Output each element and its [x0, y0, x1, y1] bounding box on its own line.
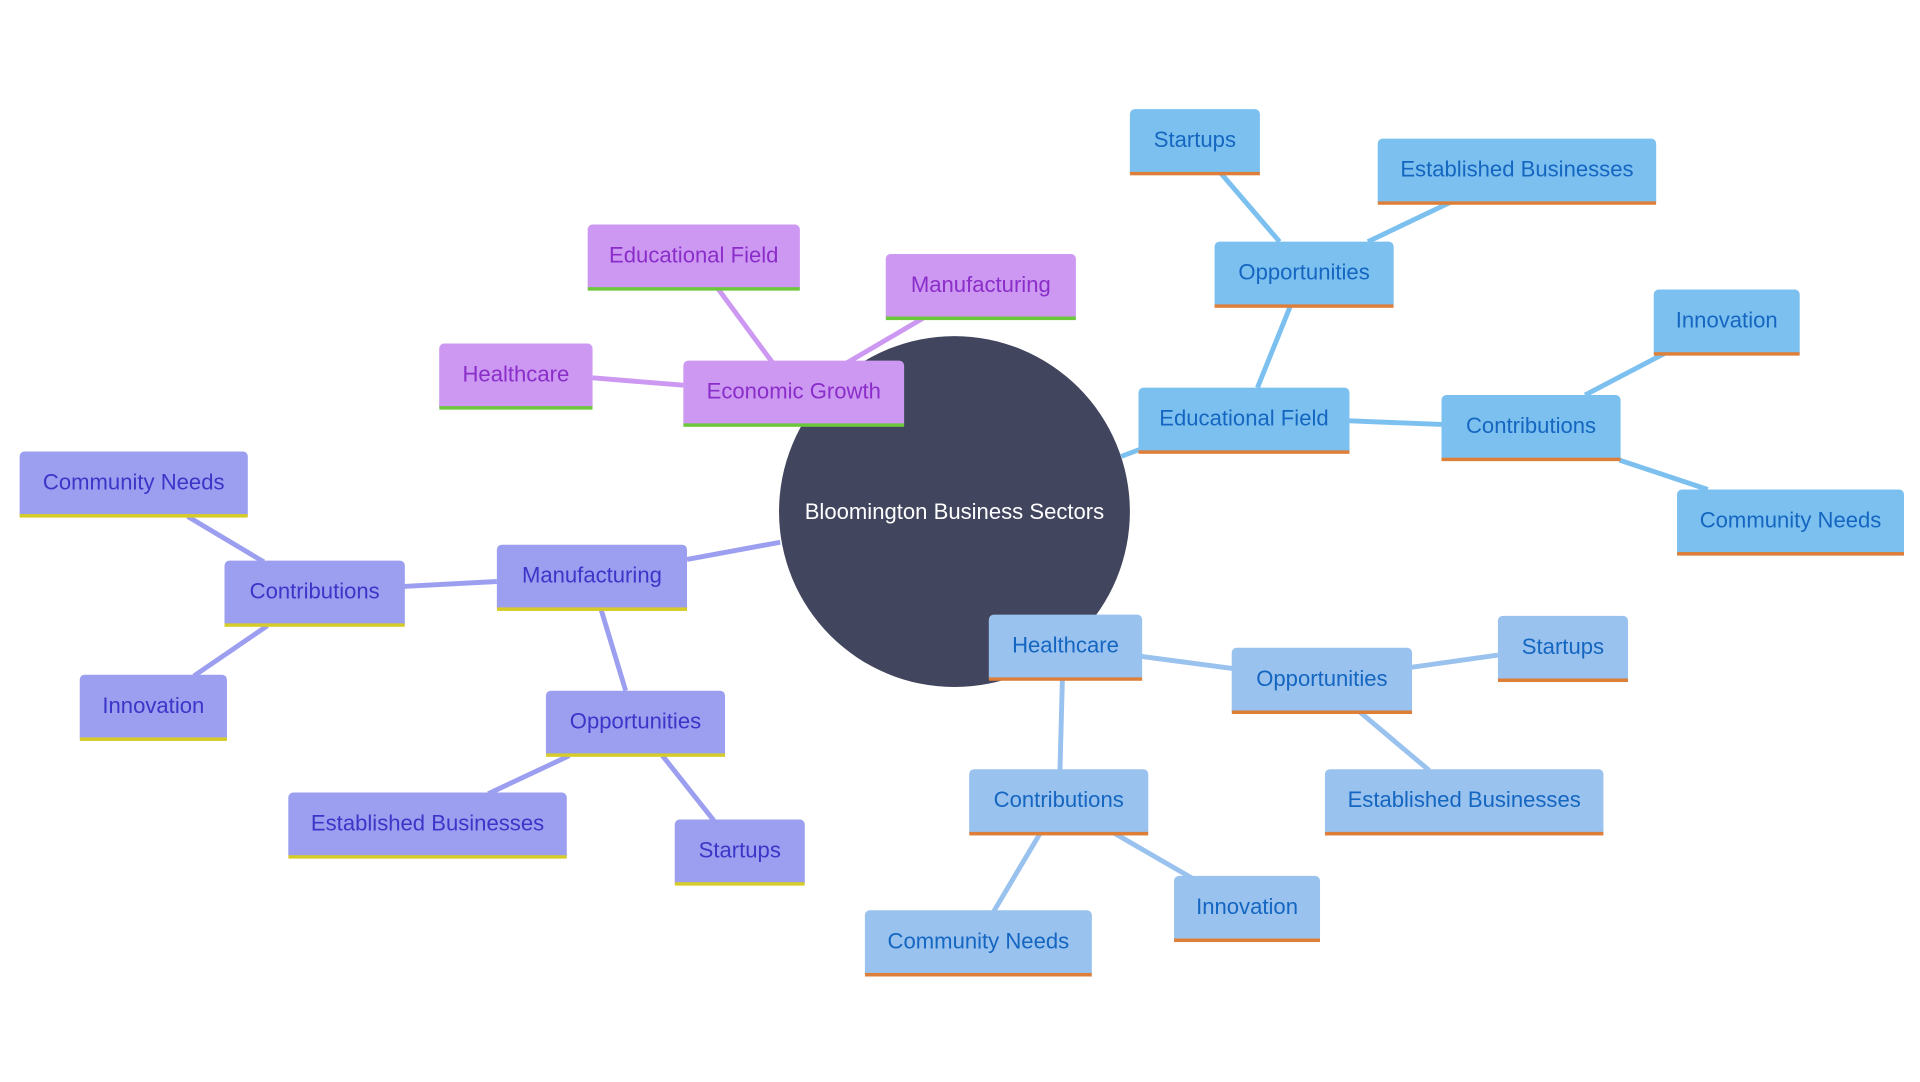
edge-economic-growth-healthcare [592, 375, 684, 388]
node-healthcare-contributions-community[interactable]: Community Needs [864, 910, 1092, 977]
edge-educational-contributions [1349, 418, 1442, 427]
edge-hc-opportunities-established [1357, 709, 1431, 773]
node-manufacturing-opportunities-startups[interactable]: Startups [674, 819, 805, 886]
node-economic-growth-educational-field[interactable]: Educational Field [587, 224, 800, 291]
node-healthcare-opportunities-established[interactable]: Established Businesses [1324, 769, 1604, 836]
node-educational-contributions-community[interactable]: Community Needs [1677, 489, 1904, 556]
node-educational-opportunities[interactable]: Opportunities [1214, 241, 1394, 308]
node-manufacturing-contributions[interactable]: Contributions [224, 560, 405, 627]
node-educational-field[interactable]: Educational Field [1138, 387, 1350, 454]
edge-mf-contributions-community [186, 514, 266, 564]
edge-economic-growth-educational [715, 286, 775, 365]
edge-edu-opportunities-startups [1218, 171, 1282, 244]
edge-mf-contributions-innovation [192, 623, 269, 678]
node-manufacturing-opportunities[interactable]: Opportunities [545, 690, 726, 757]
node-educational-contributions-innovation[interactable]: Innovation [1653, 289, 1800, 356]
node-economic-growth-healthcare[interactable]: Healthcare [439, 343, 593, 410]
node-healthcare-contributions-innovation[interactable]: Innovation [1174, 875, 1321, 943]
edge-healthcare-contributions [1057, 678, 1065, 771]
edge-manufacturing-opportunities [598, 609, 629, 692]
central-topic-label: Bloomington Business Sectors [804, 498, 1105, 524]
edge-edu-opportunities-established [1366, 200, 1452, 244]
edge-center-manufacturing [686, 539, 781, 562]
edge-edu-contributions-community [1618, 457, 1709, 492]
node-healthcare[interactable]: Healthcare [988, 614, 1143, 681]
node-educational-opportunities-established[interactable]: Established Businesses [1377, 138, 1657, 205]
edge-center-educational [1120, 446, 1142, 459]
node-educational-opportunities-startups[interactable]: Startups [1129, 109, 1260, 176]
node-educational-contributions[interactable]: Contributions [1441, 395, 1621, 462]
edge-hc-opportunities-startups [1410, 652, 1499, 670]
edge-mf-opportunities-startups [660, 754, 716, 823]
edge-healthcare-opportunities [1140, 653, 1234, 672]
node-manufacturing[interactable]: Manufacturing [496, 544, 688, 611]
edge-mf-opportunities-established [487, 753, 571, 796]
edge-manufacturing-contributions [403, 579, 497, 589]
edge-hc-contributions-innovation [1112, 830, 1194, 881]
node-manufacturing-opportunities-established[interactable]: Established Businesses [288, 792, 567, 859]
edge-economic-growth-manufacturing [845, 315, 926, 366]
node-healthcare-contributions[interactable]: Contributions [969, 769, 1149, 836]
edge-edu-contributions-innovation [1583, 351, 1666, 398]
edge-hc-contributions-community [991, 831, 1043, 913]
node-economic-growth[interactable]: Economic Growth [683, 360, 905, 427]
node-manufacturing-contributions-community[interactable]: Community Needs [19, 451, 248, 518]
node-healthcare-opportunities[interactable]: Opportunities [1231, 647, 1413, 714]
node-economic-growth-manufacturing[interactable]: Manufacturing [885, 253, 1076, 321]
edge-educational-opportunities [1255, 304, 1293, 389]
node-healthcare-opportunities-startups[interactable]: Startups [1497, 615, 1628, 683]
node-manufacturing-contributions-innovation[interactable]: Innovation [79, 674, 227, 741]
